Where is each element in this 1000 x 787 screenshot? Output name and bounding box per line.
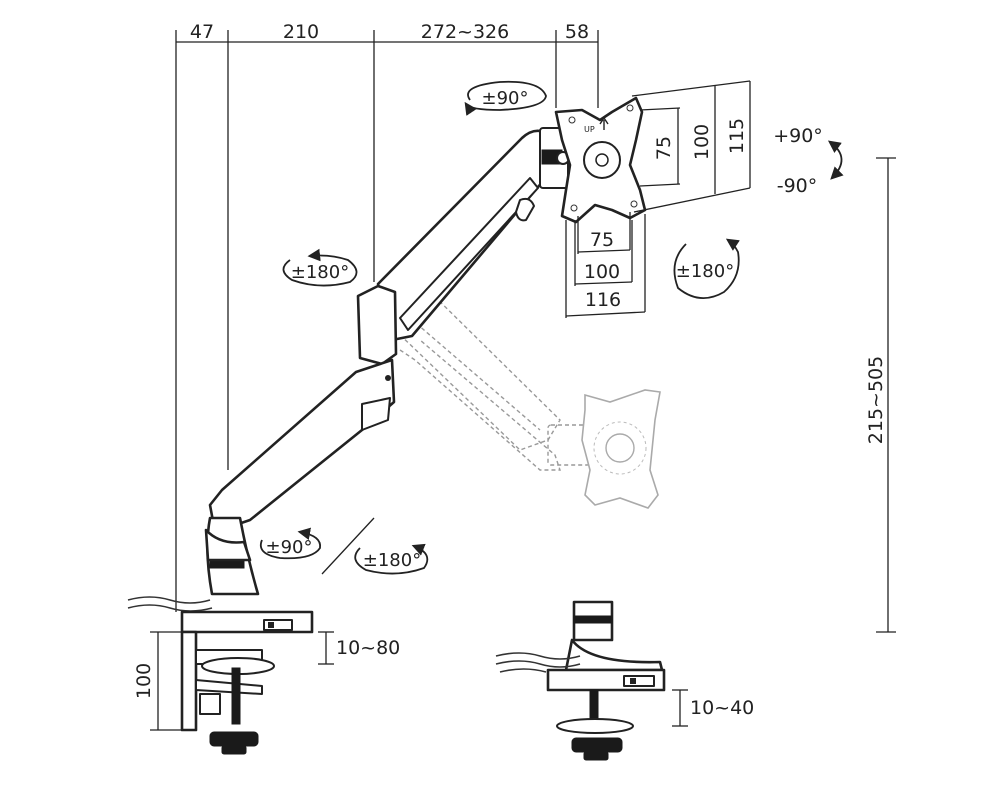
dim-clamp-100: 100 — [133, 663, 155, 699]
grommet-mount-base — [495, 600, 666, 761]
vesa-75-vertical: 75 — [653, 136, 675, 160]
label-tilt-negative: -90° — [777, 175, 818, 197]
label-base-swivel: ±180° — [363, 550, 421, 571]
rotation-elbow: ±180° — [282, 248, 358, 287]
rotation-base-tilt: ±90° — [259, 517, 375, 575]
monitor-arm — [208, 127, 570, 534]
vesa-100-vertical: 100 — [691, 124, 713, 160]
dim-grommet-10-40: 10~40 — [690, 697, 754, 719]
label-rotate-elbow: ±180° — [291, 262, 349, 283]
vesa-dimensions-horizontal: 75 100 116 — [565, 212, 646, 318]
rotation-tilt-plate: ±90° — [464, 80, 547, 116]
dim-58: 58 — [565, 21, 589, 43]
top-dimensions: 47 210 272~326 58 — [175, 21, 599, 612]
clamp-mount-base — [127, 516, 314, 755]
dim-272-326: 272~326 — [421, 21, 509, 43]
dim-height-215-505: 215~505 — [865, 356, 887, 444]
dim-210: 210 — [283, 21, 319, 43]
dim-clamp-10-80: 10~80 — [336, 637, 400, 659]
label-swivel-plate: ±180° — [676, 261, 734, 282]
vesa-dimensions-vertical: 75 100 115 — [631, 80, 751, 213]
vesa-75-horizontal: 75 — [590, 229, 614, 251]
rotation-base-swivel: ±180° — [354, 543, 429, 575]
label-tilt-positive: +90° — [773, 125, 823, 147]
up-mark: UP — [584, 125, 595, 134]
clamp-dimensions: 100 10~80 — [133, 631, 400, 731]
vesa-plate: UP — [554, 96, 647, 224]
label-tilt-plate: ±90° — [482, 88, 529, 109]
height-dimension: 215~505 — [865, 157, 896, 633]
grommet-dimensions: 10~40 — [672, 689, 754, 727]
vesa-115-vertical: 115 — [726, 118, 748, 154]
rotation-tilt-side: +90° -90° — [773, 125, 844, 197]
rotation-swivel-plate: ±180° — [673, 238, 740, 299]
vesa-100-horizontal: 100 — [584, 261, 620, 283]
label-base-tilt: ±90° — [266, 537, 313, 558]
vesa-116-horizontal: 116 — [585, 289, 621, 311]
dim-47: 47 — [190, 21, 214, 43]
